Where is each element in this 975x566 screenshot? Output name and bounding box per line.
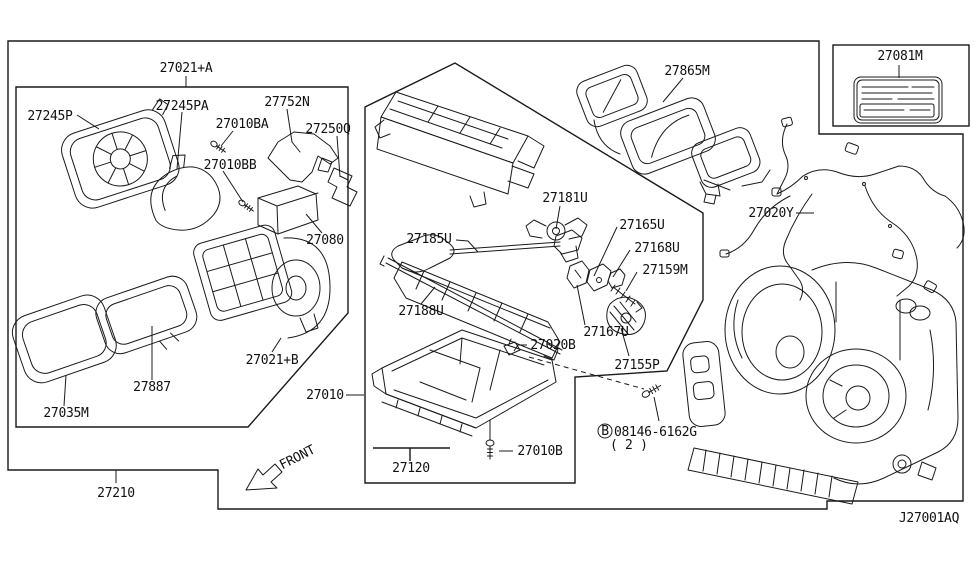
part-label-27159m: 27159M bbox=[642, 263, 688, 278]
part-label-27188u: 27188U bbox=[398, 304, 443, 319]
part-drawing-27035m-seal bbox=[11, 294, 117, 384]
part-drawing-27081m-caution-label bbox=[853, 76, 943, 124]
part-label-27167u: 27167U bbox=[583, 325, 628, 340]
part-label-27020y: 27020Y bbox=[748, 206, 794, 221]
part-drawing-27120-lower-case bbox=[371, 329, 557, 437]
part-label-27181u: 27181U bbox=[542, 191, 587, 206]
part-label-27010bb: 27010BB bbox=[204, 158, 257, 173]
bolt-marker-circle-icon bbox=[597, 423, 613, 439]
part-label-27155p: 27155P bbox=[614, 358, 660, 373]
bolt-spec-callout: B 08146-6162G ( 2 ) bbox=[597, 423, 698, 453]
outer-border bbox=[7, 40, 964, 510]
leader-27010bb bbox=[222, 170, 244, 203]
blower-group-box bbox=[15, 86, 349, 428]
leader-27865m bbox=[662, 77, 684, 103]
leader-27168u bbox=[612, 249, 631, 278]
part-label-27185u: 27185U bbox=[406, 232, 451, 247]
screw-27010ba bbox=[210, 140, 226, 153]
part-drawing-27155p-cam bbox=[606, 296, 646, 335]
part-label-27010ba: 27010BA bbox=[216, 117, 269, 132]
part-drawing-27865m-defroster-duct bbox=[576, 64, 771, 205]
part-label-27865m: 27865M bbox=[664, 64, 710, 79]
leader-lines bbox=[63, 65, 900, 483]
part-drawing-27245pa-fan-shroud bbox=[150, 154, 221, 231]
front-arrow-icon bbox=[245, 463, 283, 491]
bolt-spec-text: 08146-6162G bbox=[614, 425, 697, 440]
screw-27010b bbox=[485, 439, 495, 460]
part-label-27210: 27210 bbox=[97, 486, 135, 501]
dashed-bolt-line bbox=[528, 356, 645, 390]
part-drawing-27185u-door-shaft bbox=[391, 229, 583, 273]
part-label-27168u: 27168U bbox=[634, 241, 679, 256]
part-drawing-27020b-clip bbox=[503, 338, 521, 356]
part-drawing-27181u-link bbox=[525, 217, 588, 241]
part-drawing-27188u-lattice-door bbox=[379, 255, 563, 361]
part-label-27120: 27120 bbox=[392, 461, 430, 476]
drawing-code: J27001AQ bbox=[899, 511, 960, 526]
part-drawing-27245p-intake-grille bbox=[61, 98, 180, 209]
leader-27185u bbox=[455, 239, 479, 253]
case-bracket-27120 bbox=[373, 447, 450, 461]
leader-27020b bbox=[513, 344, 527, 352]
leader-bolt-08146 bbox=[653, 396, 660, 422]
leader-27080 bbox=[305, 213, 323, 234]
leader-27245p bbox=[76, 114, 100, 130]
leader-27035m bbox=[63, 374, 67, 407]
part-drawing-27887-filter-frame bbox=[95, 275, 198, 355]
heater-core-group-box bbox=[364, 62, 704, 484]
leader-27752n bbox=[286, 108, 293, 143]
part-drawing-27165u-lever bbox=[586, 263, 612, 292]
leader-27181u bbox=[555, 205, 561, 230]
leader-27165u bbox=[593, 226, 618, 277]
leader-27167u bbox=[576, 284, 586, 326]
bolt-qty-text: ( 2 ) bbox=[610, 438, 648, 453]
part-label-27081m: 27081M bbox=[877, 49, 923, 64]
leader-27155p bbox=[620, 327, 630, 357]
diagram-frames bbox=[7, 40, 970, 510]
front-direction-indicator: FRONT bbox=[245, 442, 318, 491]
label-plate-box bbox=[832, 44, 970, 127]
bolt-marker-letter: B bbox=[601, 424, 609, 439]
part-drawing-blower-case bbox=[193, 224, 331, 339]
part-drawing-heater-unit bbox=[682, 261, 959, 505]
part-drawing-upper-case bbox=[374, 91, 545, 208]
leader-27010ba bbox=[220, 130, 234, 147]
leader-27021b bbox=[271, 337, 282, 353]
part-label-27010: 27010 bbox=[306, 388, 344, 403]
front-label: FRONT bbox=[277, 442, 318, 473]
leader-27245pa bbox=[176, 111, 183, 170]
part-label-27752n: 27752N bbox=[264, 95, 309, 110]
part-drawing-27080-resistor bbox=[257, 185, 319, 235]
part-drawing-27159m-spring bbox=[610, 284, 643, 313]
part-drawing-27020y-harness bbox=[719, 116, 965, 301]
part-drawing-27167u-lever bbox=[566, 260, 590, 289]
part-label-27080: 27080 bbox=[306, 233, 344, 248]
part-label-27021b: 27021+B bbox=[246, 353, 299, 368]
part-drawing-27250q-module bbox=[327, 167, 358, 207]
part-label-27250q: 27250Q bbox=[305, 122, 351, 137]
leader-27188u bbox=[420, 286, 436, 305]
bolt-08146-drawing bbox=[641, 384, 662, 398]
part-label-27165u: 27165U bbox=[619, 218, 664, 233]
part-number-labels: 27021+A 27245P 27245PA 27010BA 27752N 27… bbox=[27, 49, 923, 501]
part-label-27035m: 27035M bbox=[43, 406, 89, 421]
part-label-27010b: 27010B bbox=[517, 444, 563, 459]
part-label-27245pa: 27245PA bbox=[156, 99, 209, 114]
part-label-27887: 27887 bbox=[133, 380, 171, 395]
screw-27010bb bbox=[238, 199, 254, 212]
part-drawing-27752n-bracket bbox=[267, 131, 339, 183]
part-drawing-27168u-clip bbox=[607, 268, 626, 289]
part-label-27245p: 27245P bbox=[27, 109, 73, 124]
part-label-27021a: 27021+A bbox=[160, 61, 213, 76]
leader-27159m bbox=[625, 271, 638, 292]
part-label-27020b: 27020B bbox=[530, 338, 576, 353]
